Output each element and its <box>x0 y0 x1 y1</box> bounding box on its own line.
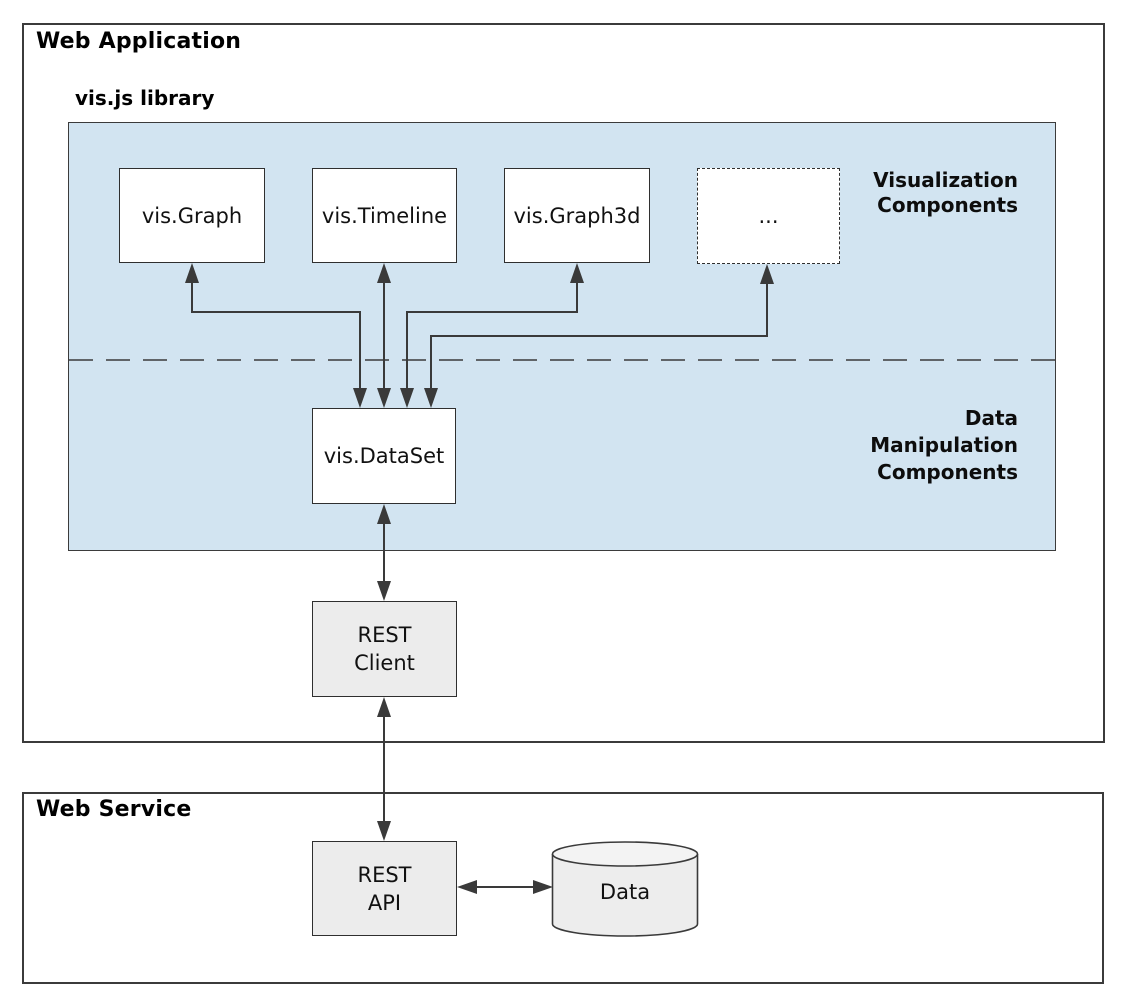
node-rest-client-line2: Client <box>354 651 415 675</box>
node-more-label: ... <box>758 204 779 228</box>
data-manipulation-line3: Components <box>877 460 1018 484</box>
node-vis-timeline: vis.Timeline <box>312 168 457 263</box>
node-vis-graph-label: vis.Graph <box>141 203 243 228</box>
visualization-components-label: Visualization Components <box>873 168 1018 218</box>
node-vis-graph3d-label: vis.Graph3d <box>513 203 641 228</box>
visualization-components-line1: Visualization <box>873 168 1018 192</box>
node-rest-api-line1: REST <box>357 862 412 887</box>
node-rest-client: REST Client <box>312 601 457 697</box>
data-manipulation-line1: Data <box>964 406 1018 430</box>
web-application-title: Web Application <box>36 29 242 54</box>
visjs-library-title: vis.js library <box>75 86 215 110</box>
web-service-title: Web Service <box>36 797 192 822</box>
node-vis-timeline-label: vis.Timeline <box>321 203 448 228</box>
node-more-components: ... <box>697 168 840 264</box>
node-vis-graph3d: vis.Graph3d <box>504 168 650 263</box>
visualization-components-line2: Components <box>877 193 1018 217</box>
data-manipulation-line2: Manipulation <box>870 433 1018 457</box>
node-rest-api-line2: API <box>367 890 402 915</box>
node-rest-api: REST API <box>312 841 457 936</box>
data-store-label: Data <box>599 880 651 904</box>
node-rest-client-line1: REST <box>357 623 412 647</box>
node-vis-dataset: vis.DataSet <box>312 408 456 504</box>
data-manipulation-components-label: Data Manipulation Components <box>870 405 1018 486</box>
node-vis-dataset-label: vis.DataSet <box>323 444 445 468</box>
node-vis-graph: vis.Graph <box>119 168 265 263</box>
